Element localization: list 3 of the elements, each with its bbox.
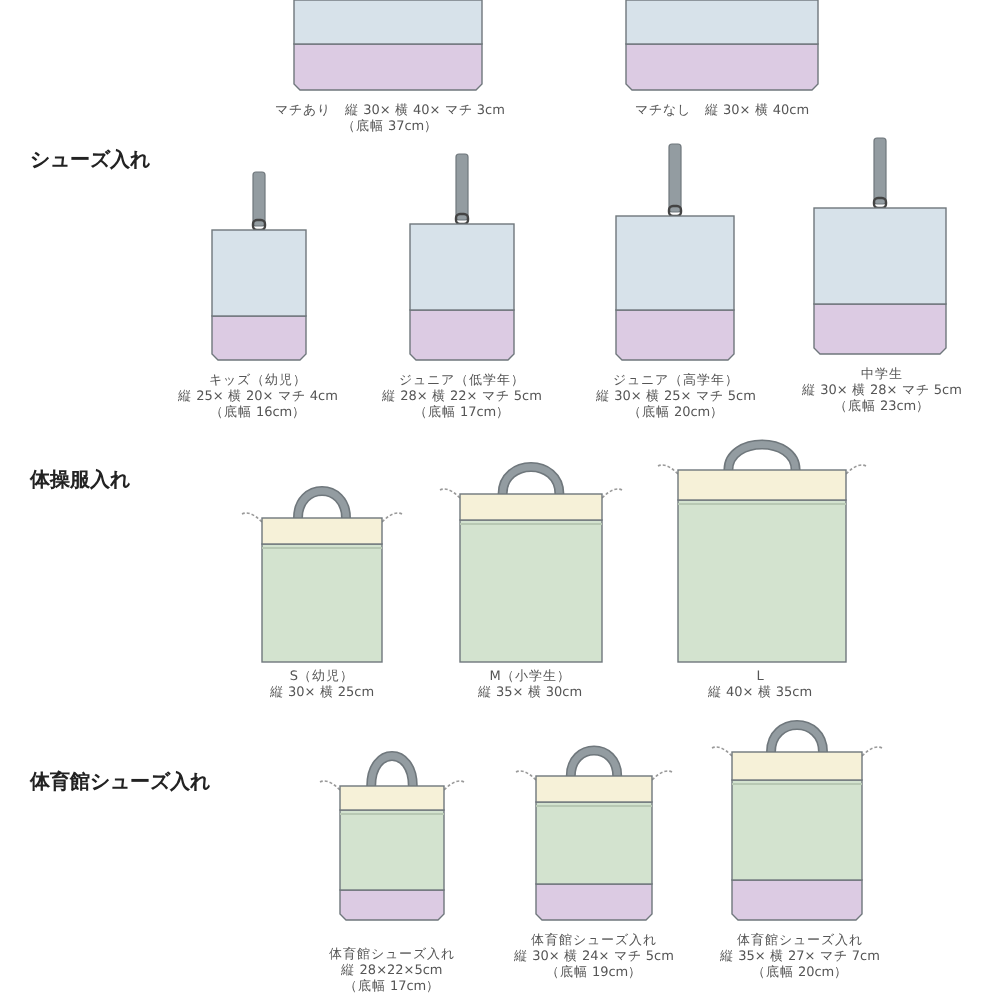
section-heading: シューズ入れ: [30, 147, 150, 174]
section-heading: 体操服入れ: [30, 467, 130, 494]
section-heading: 体育館シューズ入れ: [30, 768, 210, 796]
